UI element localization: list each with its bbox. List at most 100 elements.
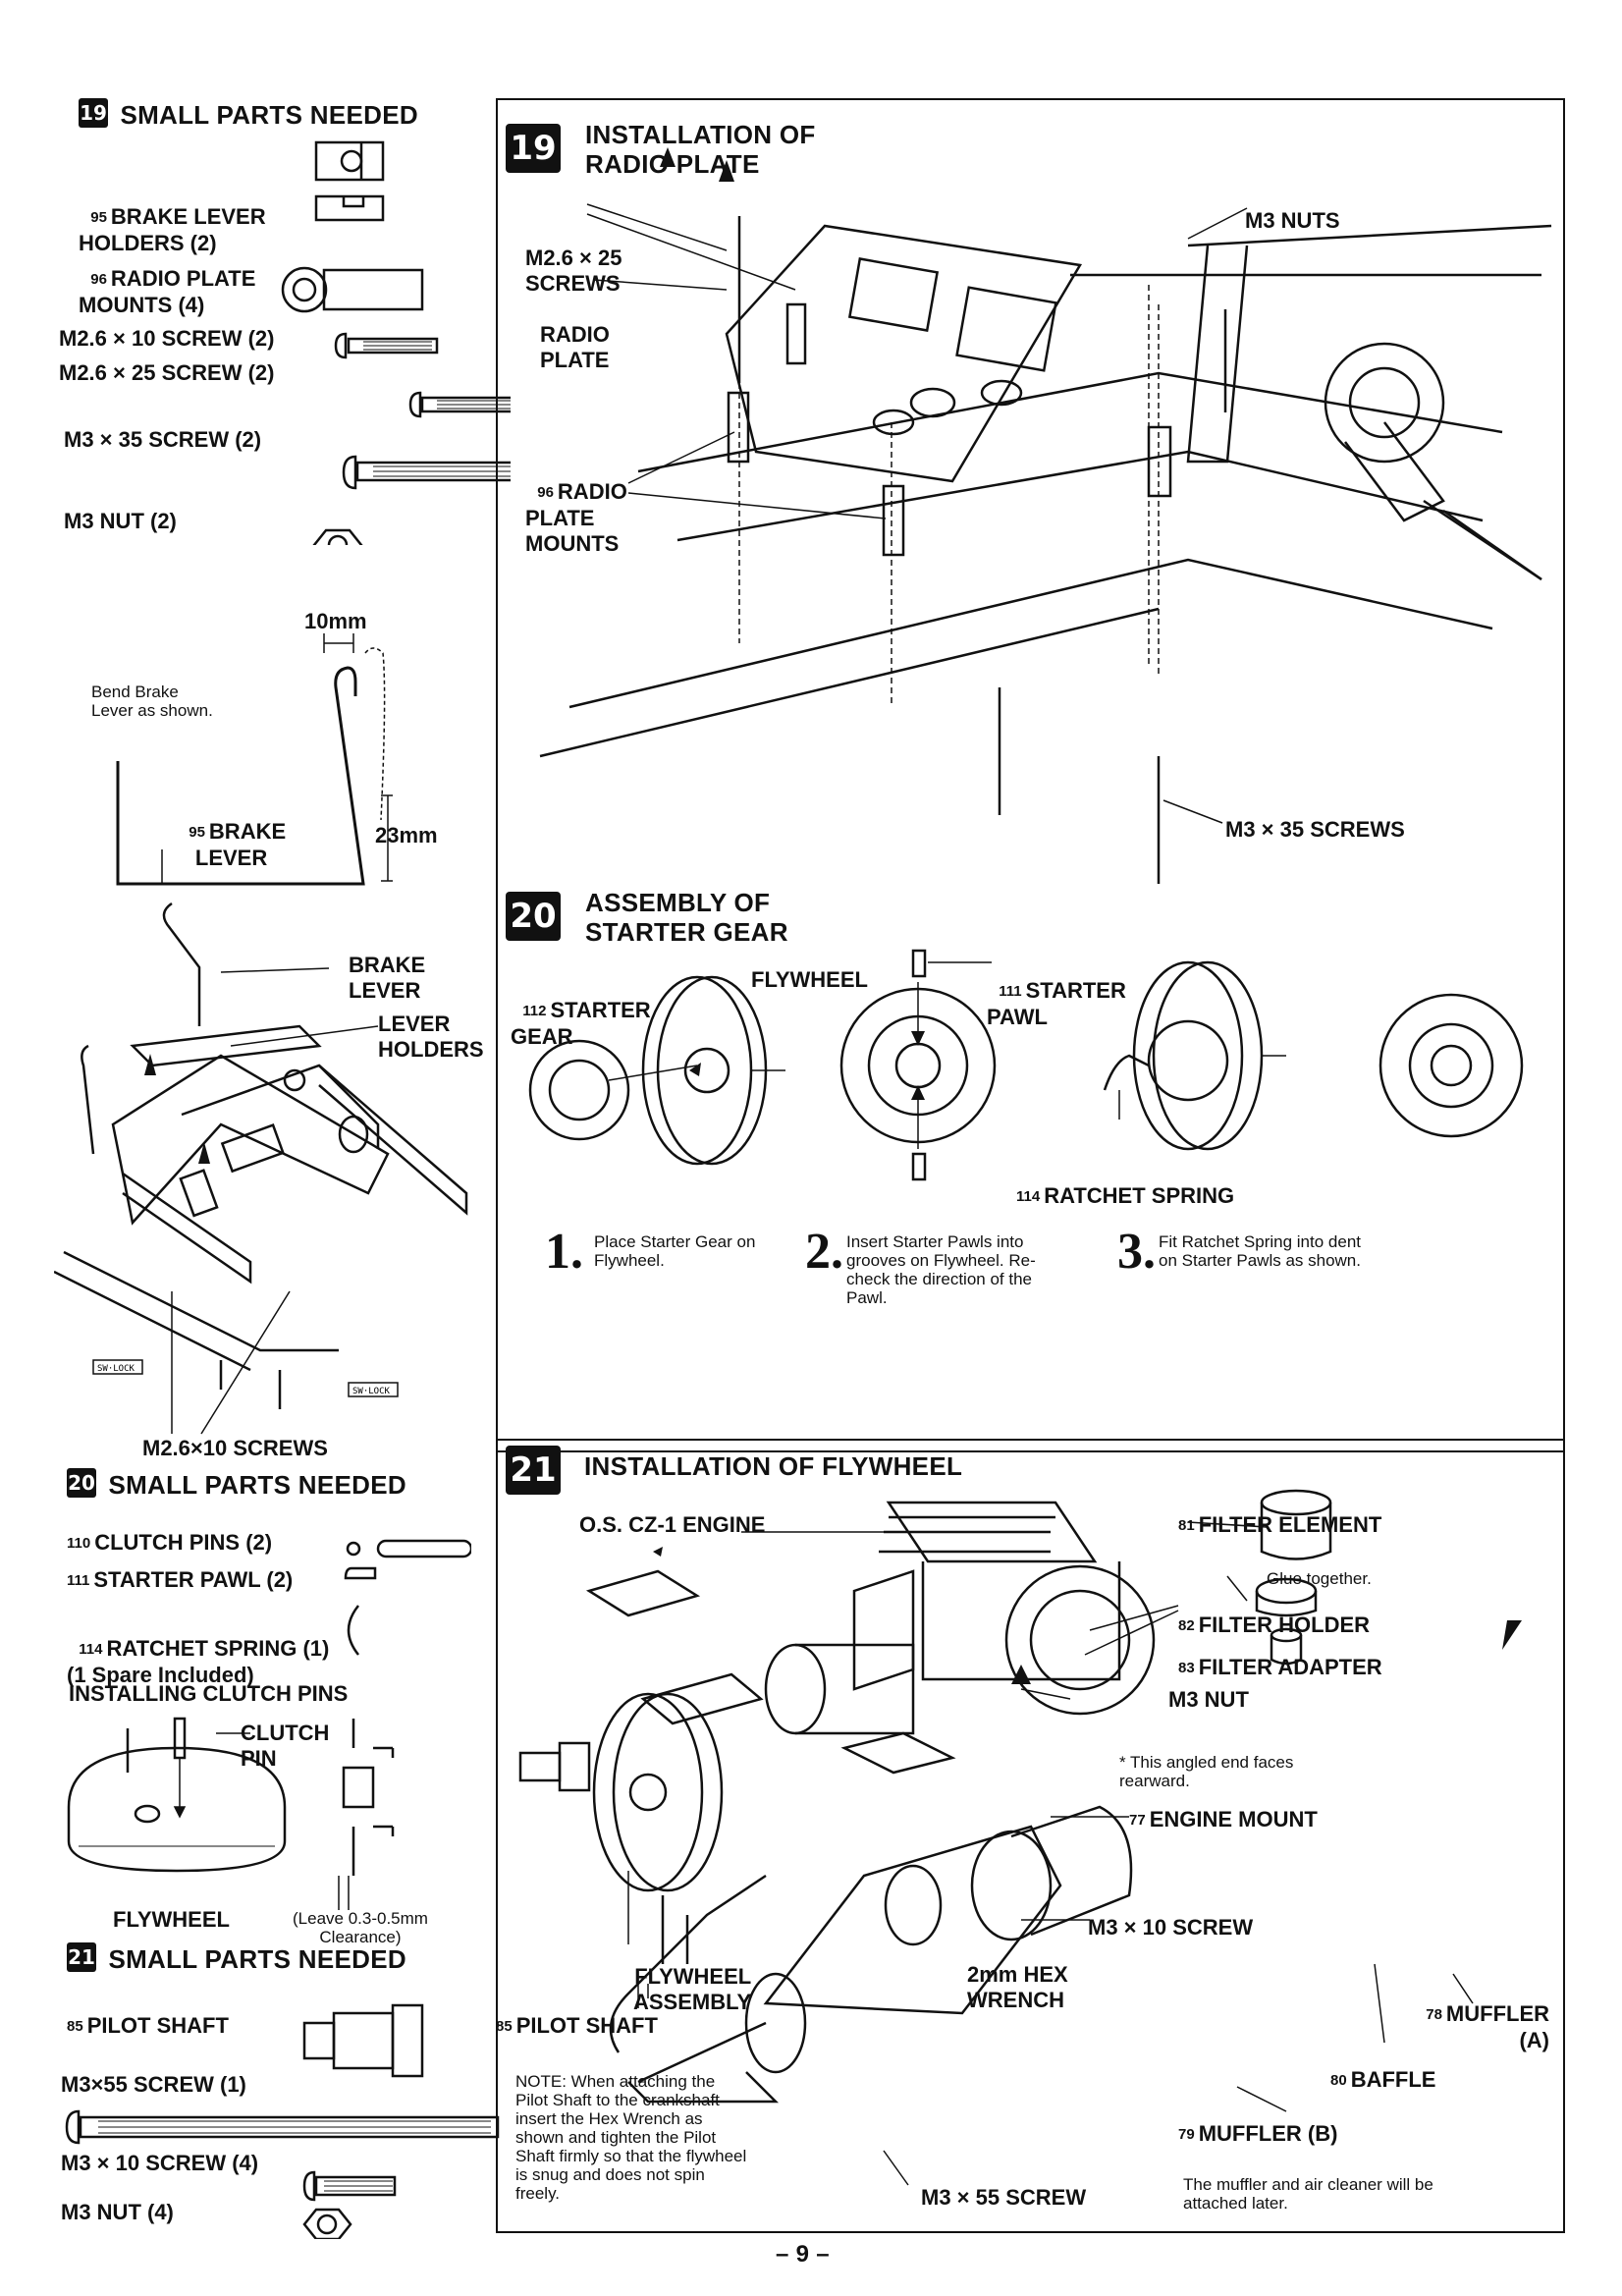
part-num: 78 [1426,2006,1442,2024]
part-num: 114 [1016,1188,1041,1206]
s19-small-title: SMALL PARTS NEEDED [120,100,418,131]
s20-small-parts-drawings [67,1539,471,1910]
step19-header: 19 [506,124,561,173]
part-label: BRAKE LEVER HOLDERS (2) [79,204,266,256]
step21-flywheel-drawing [518,1489,1522,2186]
part-label: RADIO PLATE MOUNTS [525,479,627,557]
s20-small-parts-header: 20 SMALL PARTS NEEDED [67,1468,406,1501]
s21-small-title: SMALL PARTS NEEDED [108,1944,406,1975]
part-num: 96 [537,484,554,502]
clutch-pin-label: CLUTCH PIN [241,1721,330,1771]
part-num: 111 [999,983,1022,1001]
brake-assembly-holders-label: LEVER HOLDERS [378,1011,484,1062]
step19-screws25: M2.6 × 25 SCREWS [525,246,622,296]
part-label: RATCHET SPRING [1044,1183,1235,1208]
step19-panel [496,98,1565,1452]
step21-note: NOTE: When attaching the Pilot Shaft to … [515,2072,747,2203]
step20-instruction-3: Fit Ratchet Spring into dent on Starter … [1159,1232,1362,1270]
step21-angled-note: * This angled end faces rearward. [1119,1753,1294,1790]
installing-clutch-pins: INSTALLING CLUTCH PINS [69,1681,349,1706]
part-label: RADIO PLATE MOUNTS (4) [79,266,256,318]
brake-lever-bend-drawing [116,633,393,886]
step20-flywheel: FLYWHEEL [751,967,868,992]
step21-header: 21 [506,1446,561,1495]
part-num: 77 [1129,1812,1146,1830]
step21-badge: 21 [506,1446,561,1495]
step20-instruction-1-num: 1. [545,1224,583,1280]
step20-header: 20 [506,892,561,941]
step20-instruction-3-num: 3. [1117,1224,1156,1280]
part-num: 96 [90,271,107,289]
s20-small-badge: 20 [67,1468,96,1498]
part-label: FILTER ADAPTER [1198,1655,1382,1679]
part-label: PILOT SHAFT [515,2013,658,2038]
step21-title: INSTALLATION OF FLYWHEEL [584,1451,963,1481]
step19-m3nuts: M3 NUTS [1245,208,1340,233]
part-label: BAFFLE [1350,2067,1436,2092]
step21-glue: Glue together. [1267,1569,1372,1588]
sw-lock-tag: SW·LOCK [97,1364,135,1374]
step19-radio-plate-drawing [539,147,1552,884]
step21-engine: O.S. CZ-1 ENGINE [579,1512,766,1537]
step21-m3x55: M3 × 55 SCREW [921,2185,1087,2210]
part-num: 114 [79,1641,103,1659]
part-num: 79 [1178,2126,1195,2144]
part-m3-nut-4: M3 NUT (4) [61,2200,174,2224]
s21-small-parts-header: 21 SMALL PARTS NEEDED [67,1942,406,1975]
part-m26x10-screw: M2.6 × 10 SCREW (2) [59,326,275,351]
part-label: STARTER GEAR [511,998,651,1050]
part-num: 80 [1330,2072,1347,2090]
brake-bend-note: Bend Brake Lever as shown. [91,683,213,720]
part-label: PILOT SHAFT [86,2013,229,2038]
step21-m3nut: M3 NUT [1168,1687,1249,1712]
part-m3x10-screw: M3 × 10 SCREW (4) [61,2151,259,2175]
part-m3x35-screw: M3 × 35 SCREW (2) [64,427,262,452]
brake-assembly-drawing: SW·LOCK SW·LOCK [54,902,468,1435]
s19-small-badge: 19 [79,98,108,128]
step20-instruction-2-num: 2. [805,1224,843,1280]
s21-small-parts-drawings [65,2003,500,2239]
step21-panel [496,1439,1565,2233]
brake-dim-side: 23mm [375,823,438,847]
part-num: 85 [67,2018,83,2036]
s19-small-parts-header: 19 SMALL PARTS NEEDED [79,98,418,131]
part-num: 95 [189,824,205,842]
brake-assembly-screws-label: M2.6×10 SCREWS [142,1436,328,1460]
brake-dim-top: 10mm [304,609,367,633]
step19-screws35: M3 × 35 SCREWS [1225,817,1405,842]
clearance-label: (Leave 0.3-0.5mm Clearance) [293,1909,428,1946]
page-number: – 9 – [776,2241,830,2268]
part-label: MUFFLER (A) [1445,2001,1550,2053]
part-num: 95 [90,209,107,227]
step20-instruction-2: Insert Starter Pawls into grooves on Fly… [846,1232,1036,1307]
step19-title: INSTALLATION OF RADIO PLATE [585,120,816,179]
step20-badge: 20 [506,892,561,941]
step21-hex-wrench: 2mm HEX WRENCH [967,1962,1068,2012]
s19-small-parts-drawings [281,140,511,545]
part-label: STARTER PAWL [987,978,1126,1030]
part-m3x55-screw: M3×55 SCREW (1) [61,2072,246,2097]
part-num: 82 [1178,1617,1195,1635]
step21-m3x10: M3 × 10 SCREW [1088,1915,1254,1940]
part-label: RATCHET SPRING (1) (1 Spare Included) [67,1636,330,1688]
step19-badge: 19 [506,124,561,173]
part-num: 110 [67,1535,91,1553]
step19-radio-plate: RADIO PLATE [540,322,610,372]
part-label: MUFFLER (B) [1198,2121,1338,2146]
sw-lock-tag: SW·LOCK [352,1387,391,1396]
part-label: ENGINE MOUNT [1149,1807,1318,1831]
part-label: BRAKE LEVER [194,819,287,871]
step20-starter-gear-drawing [528,949,1524,1181]
